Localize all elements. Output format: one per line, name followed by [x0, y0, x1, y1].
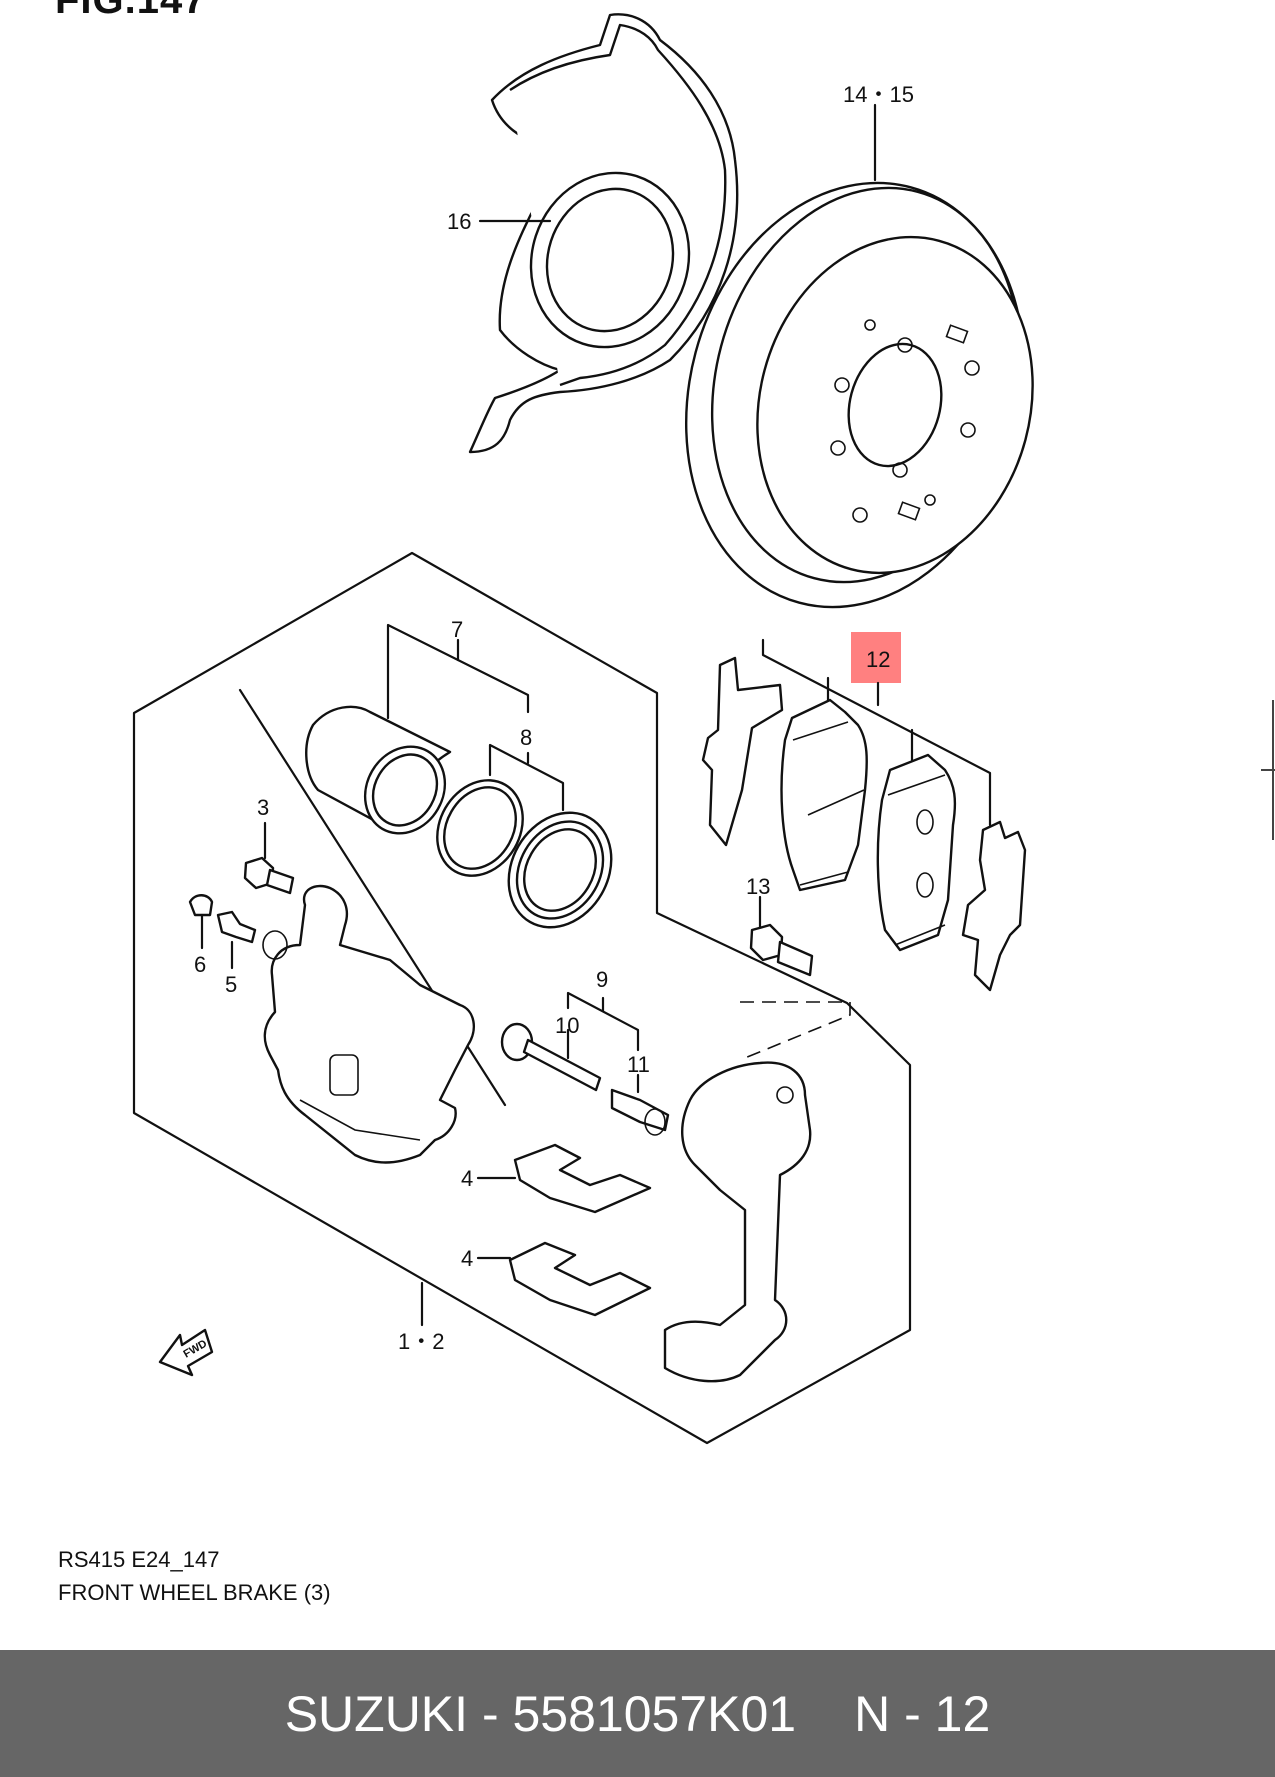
brake-pad-outer-part[interactable]	[876, 753, 957, 952]
page-edge-mark	[1261, 700, 1275, 840]
piston-seal-part[interactable]	[420, 765, 539, 892]
brake-rotor-part[interactable]	[640, 145, 1070, 646]
diagram-caption: RS415 E24_147 FRONT WHEEL BRAKE (3)	[58, 1543, 331, 1609]
callout-8: 8	[520, 725, 532, 750]
callout-13: 13	[746, 874, 770, 899]
model-code: RS415 E24_147	[58, 1547, 220, 1572]
callout-4-lower: 4	[461, 1246, 473, 1271]
exploded-parts-diagram: 16 14・15 7 8	[132, 13, 1070, 1445]
callout-7: 7	[451, 617, 463, 642]
dust-shield-part[interactable]	[468, 13, 739, 454]
dust-boot-part[interactable]	[488, 794, 631, 946]
forward-direction-icon: FWD	[158, 1328, 214, 1377]
callout-6: 6	[194, 952, 206, 977]
bracket-guide-line	[739, 1001, 851, 1061]
highlighted-callout-box	[851, 632, 901, 683]
brake-pad-inner-part[interactable]	[780, 698, 868, 892]
reference-number: N - 12	[854, 1685, 991, 1742]
callout-10: 10	[555, 1013, 579, 1038]
piston-part[interactable]	[305, 705, 460, 848]
leader-line	[761, 638, 992, 827]
bracket-bolt-part[interactable]	[749, 923, 814, 977]
callout-3: 3	[257, 795, 269, 820]
pin-boot-part[interactable]	[610, 1088, 670, 1136]
section-name: FRONT WHEEL BRAKE (3)	[58, 1580, 331, 1605]
figure-title: FIG.147	[55, 0, 207, 22]
shim-right-part[interactable]	[961, 820, 1027, 992]
pad-clip-lower-part[interactable]	[508, 1241, 652, 1317]
brand-separator: -	[468, 1685, 513, 1742]
bleeder-bolt-part[interactable]	[243, 856, 295, 895]
callout-9: 9	[596, 967, 608, 992]
callout-16: 16	[447, 209, 471, 234]
part-number: 5581057K01	[512, 1685, 797, 1742]
slide-pin-part[interactable]	[500, 1022, 602, 1092]
callout-5: 5	[225, 972, 237, 997]
shim-left-part[interactable]	[701, 656, 784, 847]
callout-11: 11	[627, 1052, 650, 1077]
callout-14-15: 14・15	[843, 82, 914, 107]
pad-clip-upper-part[interactable]	[513, 1143, 652, 1214]
brand-name: SUZUKI	[284, 1685, 469, 1742]
callout-1-2: 1・2	[398, 1329, 444, 1354]
bleeder-cap-part[interactable]	[188, 894, 214, 917]
caliper-bracket-part[interactable]	[663, 1061, 812, 1383]
caliper-group-outline	[132, 551, 912, 1445]
callout-4-upper: 4	[461, 1166, 473, 1191]
caliper-body-part[interactable]	[262, 884, 476, 1164]
leader-line	[488, 743, 565, 812]
callout-12: 12	[866, 647, 890, 672]
part-footer-bar: SUZUKI - 5581057K01 N - 12	[0, 1650, 1275, 1777]
bleeder-screw-part[interactable]	[216, 910, 257, 944]
